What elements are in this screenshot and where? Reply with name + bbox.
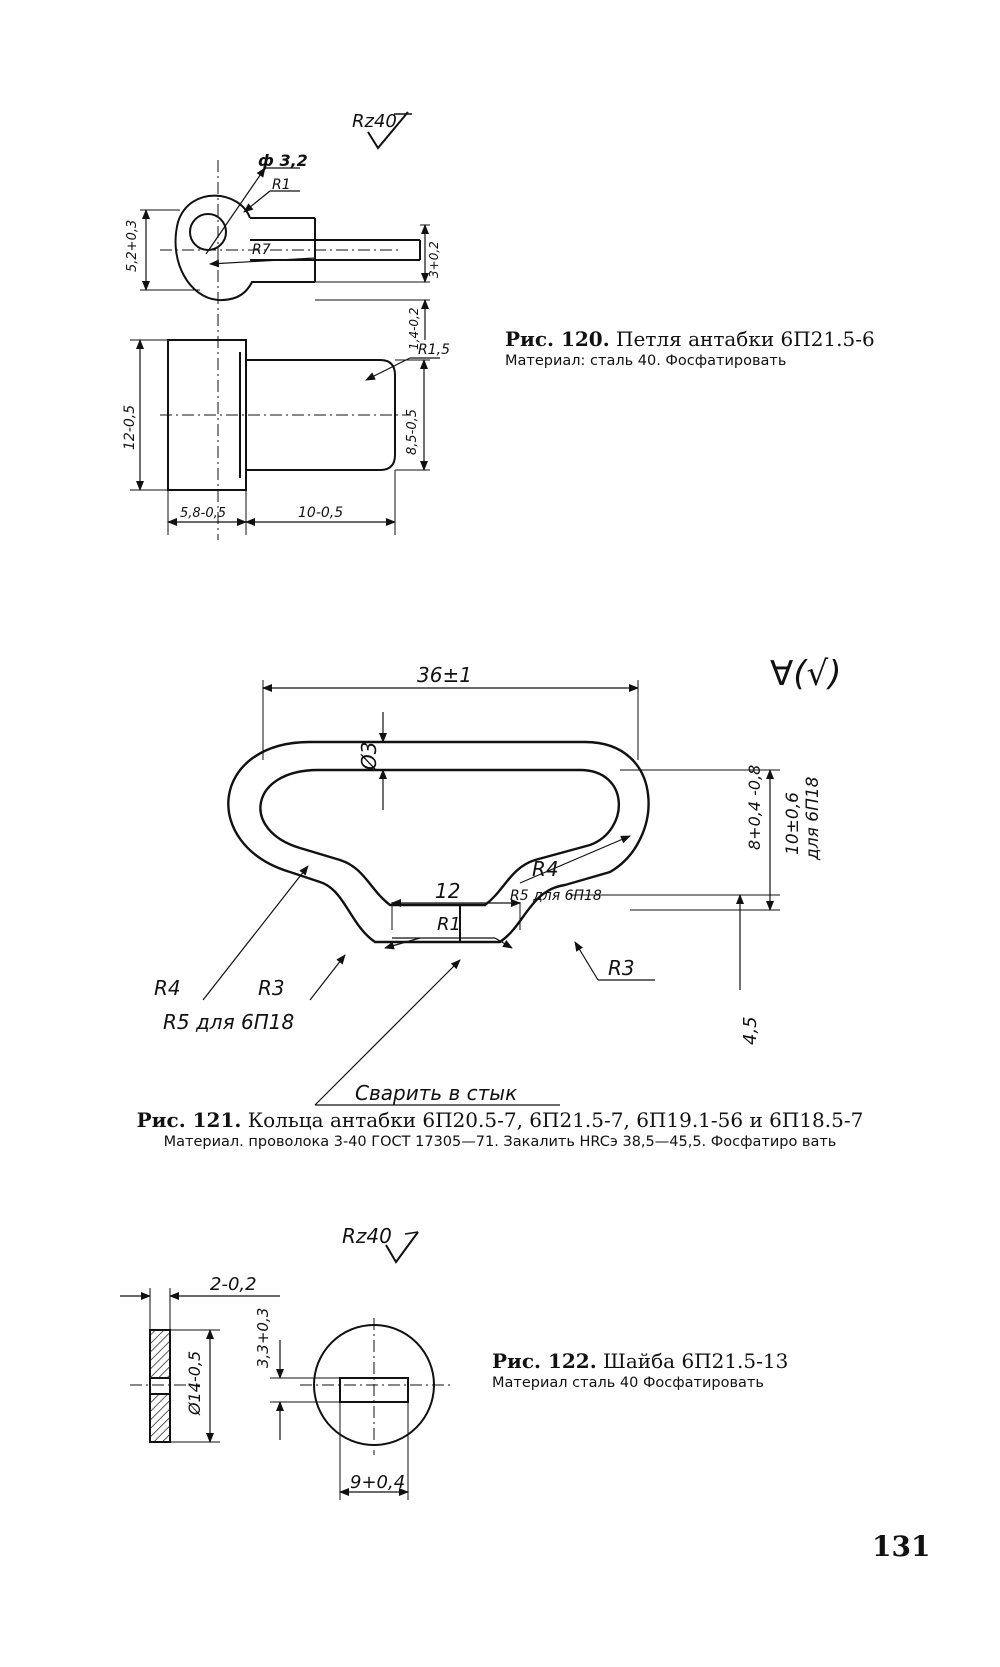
fig121-dim-r1: R1 <box>437 914 461 935</box>
fig121-caption-text: Кольца антабки 6П20.5-7, 6П21.5-7, 6П19.… <box>247 1108 864 1132</box>
fig121-ring-outer <box>227 740 650 944</box>
fig121-dim-r3-left: R3 <box>258 976 285 1000</box>
fig122-drawing: Rz40 <box>120 1224 450 1500</box>
fig120-dim-w1: 5,8-0,5 <box>180 506 226 521</box>
fig122-material: Материал сталь 40 Фосфатировать <box>492 1375 764 1391</box>
fig120-surface-mark: Rz40 <box>352 111 412 150</box>
fig121-dim-r4-left: R4 <box>154 976 181 1000</box>
fig120-dim-h3: 1,4-0,2 <box>407 308 421 351</box>
fig121-dim-labels: 36±1 Ø3 8+0,4 -0,8 10±0,6 для 6П18 R4 12… <box>154 663 823 1105</box>
fig120-eye-outer <box>174 194 315 302</box>
fig120-dim-h1: 5,2+0,3 <box>125 220 140 272</box>
fig120-dim-h4: 12-0,5 <box>122 405 138 450</box>
fig121-dim-12: 12 <box>435 879 460 903</box>
fig121-dim-len: 36±1 <box>417 663 472 687</box>
fig121-caption-prefix: Рис. 121. <box>136 1108 242 1132</box>
fig120-drawing: Rz40 <box>130 111 440 540</box>
fig121-surface-mark: ∀(√) <box>770 654 841 694</box>
fig121-dim-4-5: 4,5 <box>740 1016 761 1045</box>
fig122-caption-text: Шайба 6П21.5-13 <box>603 1349 789 1373</box>
fig122-caption: Рис. 122. Шайба 6П21.5-13 Материал сталь… <box>492 1348 788 1393</box>
fig122-dim-h: 3,3+0,3 <box>254 1308 272 1368</box>
fig120-dim-r15: R1,5 <box>418 342 450 358</box>
fig121-caption: Рис. 121. Кольца антабки 6П20.5-7, 6П21.… <box>80 1107 920 1152</box>
fig122-caption-prefix: Рис. 122. <box>492 1349 597 1373</box>
fig121-dim-r5-left: R5 для 6П18 <box>163 1010 294 1034</box>
fig122-dim-w: 9+0,4 <box>350 1472 405 1493</box>
fig121-weld-note: Сварить в стык <box>355 1081 517 1105</box>
svg-text:Rz40: Rz40 <box>342 1224 392 1248</box>
fig122-dim-d: Ø14-0,5 <box>185 1351 204 1416</box>
fig122-dim-t: 2-0,2 <box>210 1274 257 1295</box>
fig120-material: Материал: сталь 40. Фосфатировать <box>505 353 787 369</box>
fig120-body <box>246 359 396 471</box>
page-number: 131 <box>872 1530 931 1563</box>
svg-text:Rz40: Rz40 <box>352 111 397 132</box>
fig120-dim-r7: R7 <box>252 242 271 258</box>
fig121-material: Материал. проволока 3-40 ГОСТ 17305—71. … <box>163 1134 837 1150</box>
fig121-dim-r3-right: R3 <box>608 956 635 980</box>
fig121-dim-dia: Ø3 <box>357 742 381 771</box>
fig121-dim-r4-right: R4 <box>532 857 559 881</box>
fig120-caption: Рис. 120. Петля антабки 6П21.5-6 Материа… <box>505 326 875 371</box>
fig121-dim-h2-note: для 6П18 <box>803 776 823 861</box>
fig120-dim-r1: R1 <box>272 177 291 193</box>
fig122-surface-mark: Rz40 <box>342 1224 419 1264</box>
fig121-dim-r5-right: R5 для 6П18 <box>510 888 602 904</box>
fig122-dim-labels: 2-0,2 Ø14-0,5 3,3+0,3 9+0,4 <box>185 1274 405 1493</box>
fig121-dim-h1: 8+0,4 -0,8 <box>745 765 764 850</box>
fig120-caption-prefix: Рис. 120. <box>505 327 610 351</box>
fig120-dim-labels: ф 3,2 R1 R7 5,2+0,3 3+0,2 1,4-0,2 R1,5 1… <box>122 151 450 521</box>
fig121-drawing: ∀(√) <box>202 654 841 1106</box>
fig120-dim-h5: 8,5-0,5 <box>405 409 420 455</box>
fig120-dim-dia: ф 3,2 <box>258 151 308 170</box>
fig120-dim-w2: 10-0,5 <box>298 505 343 521</box>
fig120-dim-h2: 3+0,2 <box>427 241 441 278</box>
fig121-dim-h2: 10±0,6 <box>783 792 803 855</box>
fig120-caption-text: Петля антабки 6П21.5-6 <box>616 327 875 351</box>
